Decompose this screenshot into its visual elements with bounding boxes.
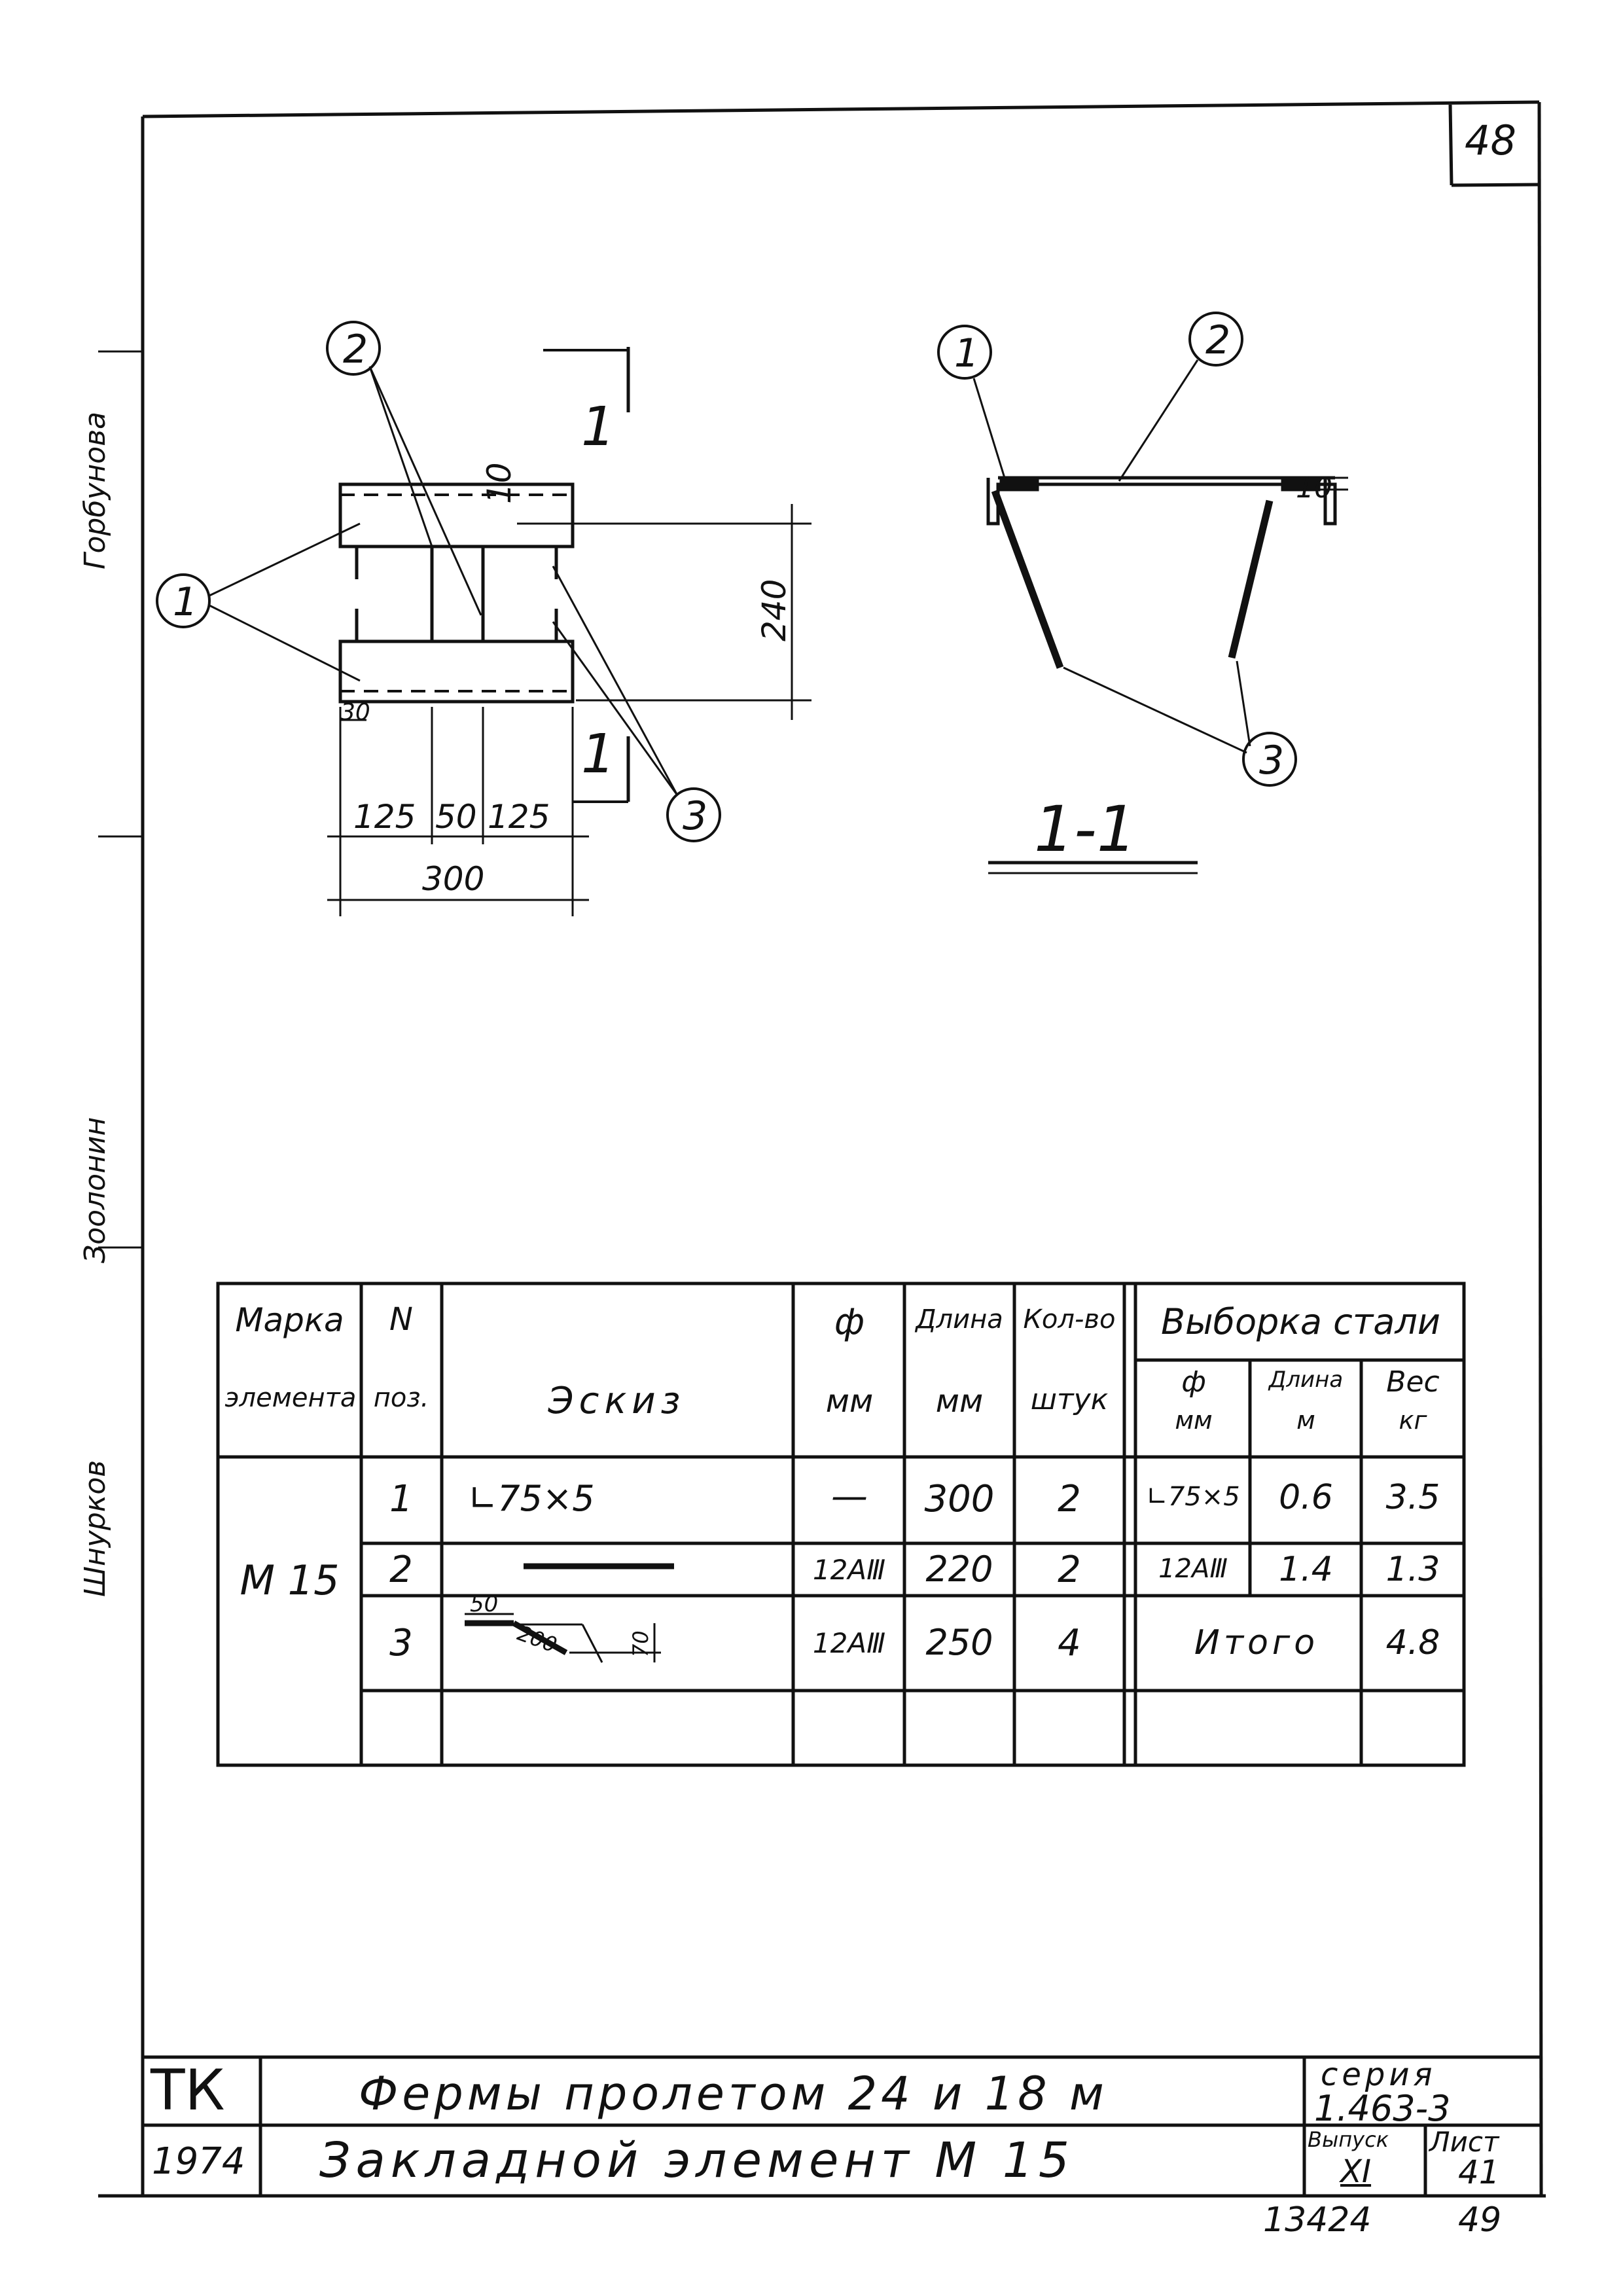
row-3-pos: 3 — [389, 1622, 413, 1664]
header-qty-line2: штук — [1030, 1383, 1109, 1416]
sheet-label: Лист — [1429, 2126, 1499, 2158]
dim-span-left: 125 — [353, 798, 416, 836]
section-dim-10: 10 — [1296, 471, 1332, 505]
dim-span-right: 125 — [488, 798, 550, 836]
title-block: ТК 1974 Фермы пролетом 24 и 18 м Закладн… — [143, 2055, 1546, 2196]
dim-top-plate: 10 — [480, 462, 518, 504]
section-mark-bottom: 1 — [581, 723, 615, 785]
row-2-pos: 2 — [389, 1549, 413, 1591]
section-pos-3: 3 — [1259, 738, 1284, 783]
header-steel-dia-line2: мм — [1175, 1406, 1213, 1435]
dim-total: 300 — [422, 860, 484, 898]
row-2-qty: 2 — [1058, 1549, 1081, 1591]
bottom-number-right: 49 — [1458, 2200, 1502, 2240]
row-1-pos: 1 — [389, 1478, 413, 1520]
header-mark-line1: Марка — [235, 1301, 344, 1339]
header-len-line1: Длина — [916, 1304, 1003, 1335]
steel-row-1-dia: ∟75×5 — [1146, 1482, 1240, 1512]
row-3-qty: 4 — [1058, 1622, 1081, 1664]
title-block-grid — [143, 2055, 1541, 2196]
series-label: серия — [1321, 2056, 1436, 2093]
total-value: 4.8 — [1385, 1623, 1440, 1662]
header-dia-line1: ф — [834, 1301, 865, 1342]
row-1-dia: — — [831, 1475, 868, 1518]
plan-pos-3: 3 — [683, 793, 707, 839]
row-1-sketch: ∟75×5 — [468, 1478, 595, 1519]
sketch3-dim-c: 70 — [628, 1630, 653, 1657]
sketch3-dim-b: 200 — [514, 1621, 560, 1658]
row-1-length: 300 — [924, 1478, 995, 1520]
plan-view-drawing: 2 1 3 1 1 10 240 30 125 50 125 300 — [156, 321, 812, 916]
specification-table: Марка элемента N поз. Эскиз ф мм Длина м… — [216, 1282, 1466, 1767]
header-sketch: Эскиз — [548, 1380, 686, 1422]
issue-label: Выпуск — [1308, 2127, 1389, 2152]
steel-row-2-length: 1.4 — [1279, 1550, 1333, 1589]
margin-label-1: Горбунова — [79, 411, 112, 569]
corner-sheet-number: 48 — [1465, 117, 1516, 164]
header-steel-group: Выборка стали — [1160, 1301, 1441, 1342]
header-steel-wt-line1: Вес — [1386, 1365, 1440, 1399]
dim-height: 240 — [755, 579, 793, 641]
header-steel-wt-line2: кг — [1399, 1406, 1427, 1435]
sheet-value: 41 — [1458, 2153, 1500, 2191]
spec-table-grid — [216, 1282, 1466, 1767]
series-value: 1.463-3 — [1314, 2088, 1451, 2129]
header-pos-line1: N — [389, 1301, 413, 1338]
row-3-dia: 12АⅢ — [812, 1627, 886, 1659]
section-mark-top: 1 — [581, 396, 615, 458]
row-2-dia: 12АⅢ — [812, 1554, 886, 1586]
steel-row-2-dia: 12АⅢ — [1158, 1554, 1228, 1584]
org-code: ТК — [151, 2058, 225, 2123]
row-2-sketch-bar — [524, 1563, 674, 1570]
margin-label-2: Зоолонин — [79, 1117, 112, 1263]
header-pos-line2: поз. — [373, 1383, 429, 1413]
row-3-sketch-bent-bar: 50 200 70 — [465, 1597, 661, 1663]
issue-value: XI — [1340, 2153, 1372, 2190]
header-steel-len-line1: Длина — [1268, 1367, 1344, 1393]
steel-row-2-weight: 1.3 — [1385, 1550, 1440, 1589]
element-mark: М 15 — [240, 1556, 340, 1604]
bottom-number-left: 13424 — [1263, 2200, 1372, 2240]
row-2-length: 220 — [925, 1549, 993, 1590]
row-3-length: 250 — [925, 1622, 993, 1663]
header-qty-line1: Кол-во — [1023, 1304, 1116, 1335]
total-label: Итого — [1194, 1623, 1319, 1662]
sketch3-dim-a: 50 — [470, 1597, 498, 1617]
steel-row-1-length: 0.6 — [1279, 1478, 1333, 1517]
bottom-plate — [338, 639, 575, 704]
dim-span-mid: 50 — [435, 798, 477, 836]
title-line-2: Закладной элемент М 15 — [319, 2132, 1075, 2189]
plan-pos-2: 2 — [343, 327, 368, 372]
plan-pos-1: 1 — [173, 579, 198, 625]
header-steel-len-line2: м — [1296, 1406, 1315, 1435]
year: 1974 — [152, 2140, 245, 2183]
title-line-1: Фермы пролетом 24 и 18 м — [359, 2067, 1108, 2121]
header-steel-dia-line1: ф — [1181, 1365, 1206, 1399]
margin-label-3: Шнурков — [79, 1460, 112, 1597]
header-mark-line2: элемента — [224, 1383, 357, 1413]
section-title: 1-1 — [1034, 793, 1137, 866]
header-len-line2: мм — [935, 1383, 984, 1420]
section-pos-2: 2 — [1205, 317, 1230, 363]
section-pos-1: 1 — [954, 331, 979, 376]
header-dia-line2: мм — [825, 1383, 874, 1420]
row-1-qty: 2 — [1058, 1478, 1081, 1520]
top-plate — [338, 482, 575, 548]
dim-edge: 30 — [340, 699, 370, 726]
section-view-drawing: 1 2 3 10 1-1 — [937, 312, 1348, 874]
steel-row-1-weight: 3.5 — [1385, 1478, 1440, 1517]
